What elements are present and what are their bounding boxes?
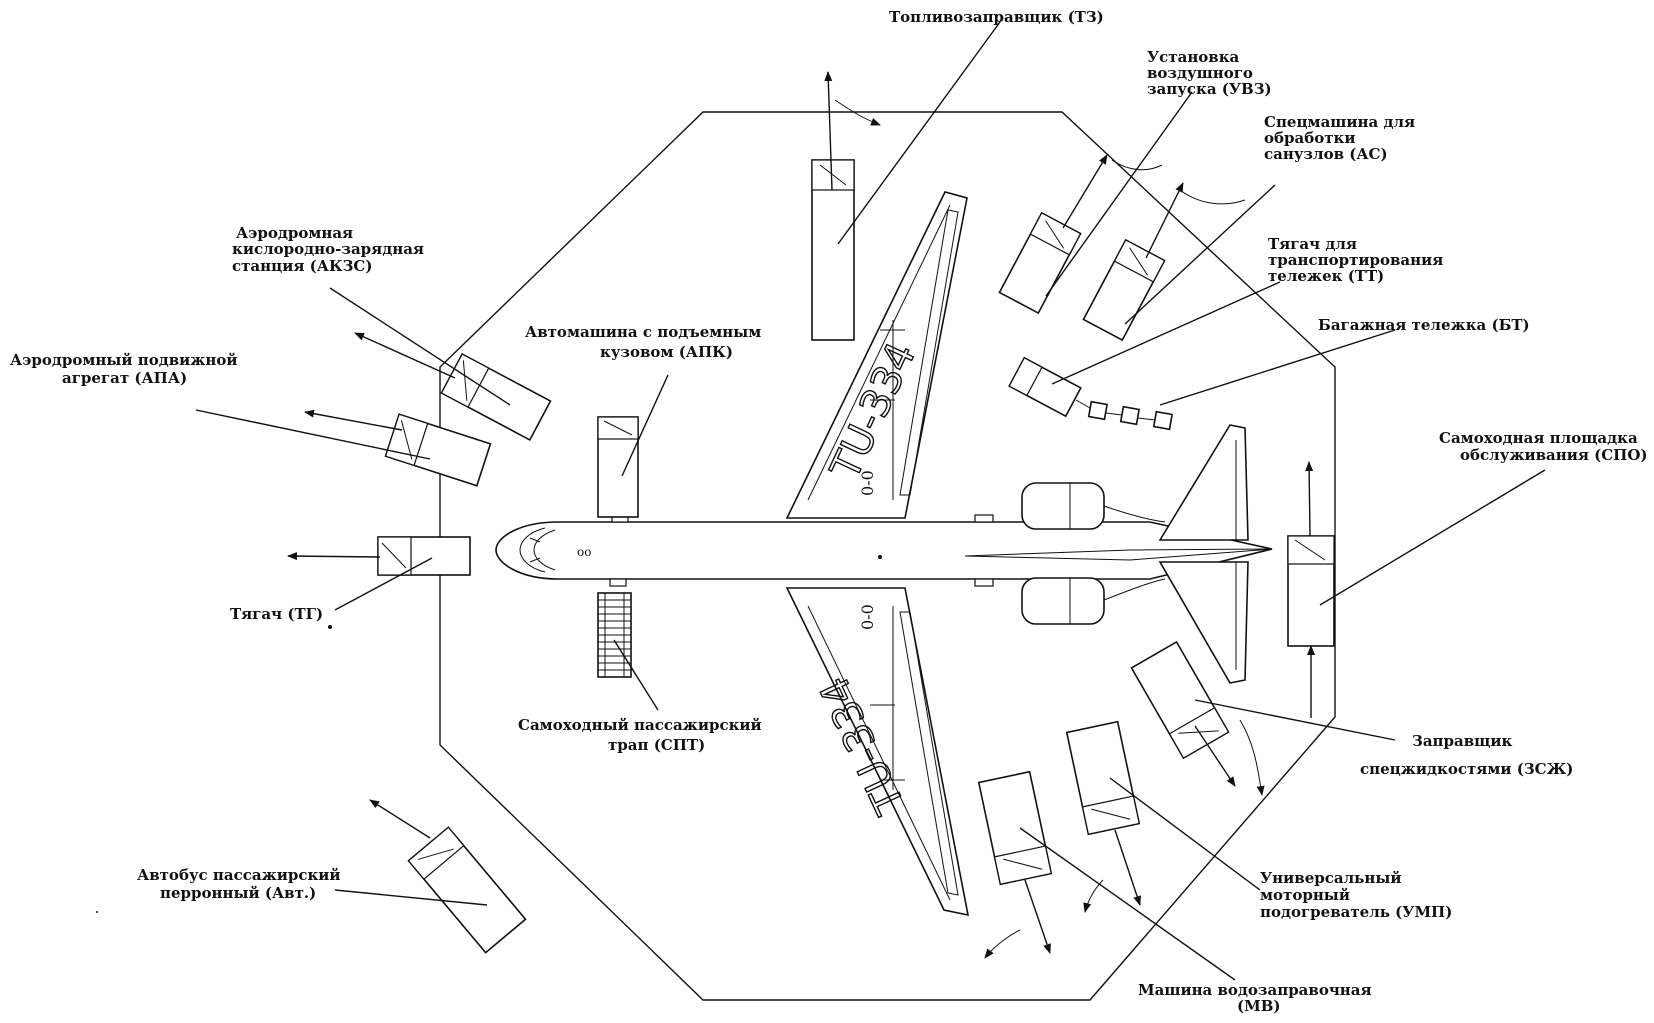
wing-upper-flap bbox=[899, 209, 959, 496]
svg-text:подогреватель (УМП): подогреватель (УМП) bbox=[1260, 903, 1452, 921]
vehicle-zszh bbox=[1130, 640, 1230, 760]
label-avt: Автобус пассажирский перронный (Авт.) bbox=[137, 866, 341, 902]
svg-text:спецжидкостями (ЗСЖ): спецжидкостями (ЗСЖ) bbox=[1360, 760, 1573, 778]
passenger-stairs bbox=[597, 592, 632, 678]
svg-text:Самоходный пассажирский: Самоходный пассажирский bbox=[518, 716, 762, 734]
label-tz: Топливозаправщик (ТЗ) bbox=[889, 8, 1104, 26]
wing-lower bbox=[785, 587, 970, 917]
label-akzs: Аэродромная кислородно-зарядная станция … bbox=[232, 224, 424, 275]
fuselage bbox=[495, 521, 1273, 580]
svg-text:транспортирования: транспортирования bbox=[1268, 251, 1443, 269]
svg-text:воздушного: воздушного bbox=[1147, 64, 1253, 82]
svg-text:тележек (ТТ): тележек (ТТ) bbox=[1268, 267, 1384, 285]
svg-text:трап (СПТ): трап (СПТ) bbox=[608, 736, 705, 754]
svg-text:Тягач для: Тягач для bbox=[1268, 235, 1357, 253]
svg-text:Универсальный: Универсальный bbox=[1260, 869, 1401, 887]
svg-text:oo: oo bbox=[577, 545, 591, 559]
svg-text:Заправщик: Заправщик bbox=[1412, 732, 1513, 750]
label-uvz: Установка воздушного запуска (УВЗ) bbox=[1147, 48, 1272, 98]
svg-text:Аэродромный подвижной: Аэродромный подвижной bbox=[10, 351, 238, 369]
vehicle-mv bbox=[977, 770, 1053, 886]
vehicle-apk bbox=[597, 416, 639, 518]
wing-lower-flap bbox=[899, 611, 959, 896]
svg-text:Установка: Установка bbox=[1147, 48, 1240, 66]
label-apk: Автомашина с подъемным кузовом (АПК) bbox=[525, 323, 761, 361]
svg-text:обслуживания (СПО): обслуживания (СПО) bbox=[1460, 446, 1648, 464]
vehicle-ump bbox=[1065, 720, 1141, 836]
svg-text:кислородно-зарядная: кислородно-зарядная bbox=[232, 240, 424, 258]
label-tg: Тягач (ТГ) bbox=[230, 605, 323, 623]
svg-text:станция (АКЗС): станция (АКЗС) bbox=[232, 257, 372, 275]
svg-text:Автобус пассажирский: Автобус пассажирский bbox=[137, 866, 341, 884]
svg-text:Спецмашина для: Спецмашина для bbox=[1264, 113, 1415, 131]
vehicle-apa bbox=[384, 413, 492, 487]
baggage-cart-1 bbox=[1087, 400, 1109, 421]
vehicle-tt bbox=[1008, 356, 1082, 418]
svg-text:моторный: моторный bbox=[1260, 886, 1350, 904]
vehicle-spo bbox=[1287, 461, 1335, 718]
vehicle-as bbox=[1082, 238, 1166, 342]
label-spt: Самоходный пассажирский трап (СПТ) bbox=[518, 716, 762, 754]
vehicle-uvz bbox=[998, 211, 1082, 315]
label-tt: Тягач для транспортирования тележек (ТТ) bbox=[1268, 235, 1443, 285]
baggage-cart-3 bbox=[1152, 410, 1174, 431]
label-zszh: Заправщик спецжидкостями (ЗСЖ) bbox=[1360, 732, 1573, 778]
svg-text:0-0: 0-0 bbox=[858, 604, 877, 630]
engine-upper bbox=[1021, 482, 1105, 530]
apron-boundary bbox=[439, 111, 1336, 1001]
label-as: Спецмашина для обработки санузлов (АС) bbox=[1264, 113, 1415, 163]
svg-text:Аэродромная: Аэродромная bbox=[236, 224, 353, 242]
svg-text:перронный (Авт.): перронный (Авт.) bbox=[160, 884, 316, 902]
label-ump: Универсальный моторный подогреватель (УМ… bbox=[1260, 869, 1452, 921]
vehicle-akzs bbox=[440, 353, 552, 441]
svg-text:Автомашина с подъемным: Автомашина с подъемным bbox=[525, 323, 761, 341]
tail-lower bbox=[1158, 561, 1249, 684]
leader-lines bbox=[195, 21, 1546, 981]
vehicle-bus bbox=[407, 826, 527, 954]
svg-text:Самоходная площадка: Самоходная площадка bbox=[1439, 429, 1638, 447]
svg-text:кузовом (АПК): кузовом (АПК) bbox=[600, 343, 733, 361]
svg-text:Машина водозаправочная: Машина водозаправочная bbox=[1138, 981, 1372, 999]
label-spo: Самоходная площадка обслуживания (СПО) bbox=[1439, 429, 1648, 464]
svg-text:обработки: обработки bbox=[1264, 129, 1355, 147]
svg-text:санузлов (АС): санузлов (АС) bbox=[1264, 145, 1388, 163]
engine-lower bbox=[1021, 577, 1105, 625]
svg-text:агрегат (АПА): агрегат (АПА) bbox=[62, 369, 187, 387]
label-bt: Багажная тележка (БТ) bbox=[1318, 316, 1530, 334]
label-apa: Аэродромный подвижной агрегат (АПА) bbox=[10, 351, 238, 387]
svg-text:запуска (УВЗ): запуска (УВЗ) bbox=[1147, 80, 1272, 98]
svg-text:(МВ): (МВ) bbox=[1237, 997, 1280, 1015]
vehicle-tz bbox=[811, 71, 881, 341]
label-mv: Машина водозаправочная (МВ) bbox=[1138, 981, 1372, 1015]
baggage-cart-2 bbox=[1119, 405, 1141, 426]
tail-upper bbox=[1158, 424, 1249, 541]
vehicle-tg bbox=[287, 536, 471, 576]
aircraft: oo TU-334 TU-334 0-0 0-0 bbox=[495, 191, 1273, 917]
wing-upper bbox=[785, 191, 968, 519]
svg-text:0-0: 0-0 bbox=[858, 470, 877, 496]
